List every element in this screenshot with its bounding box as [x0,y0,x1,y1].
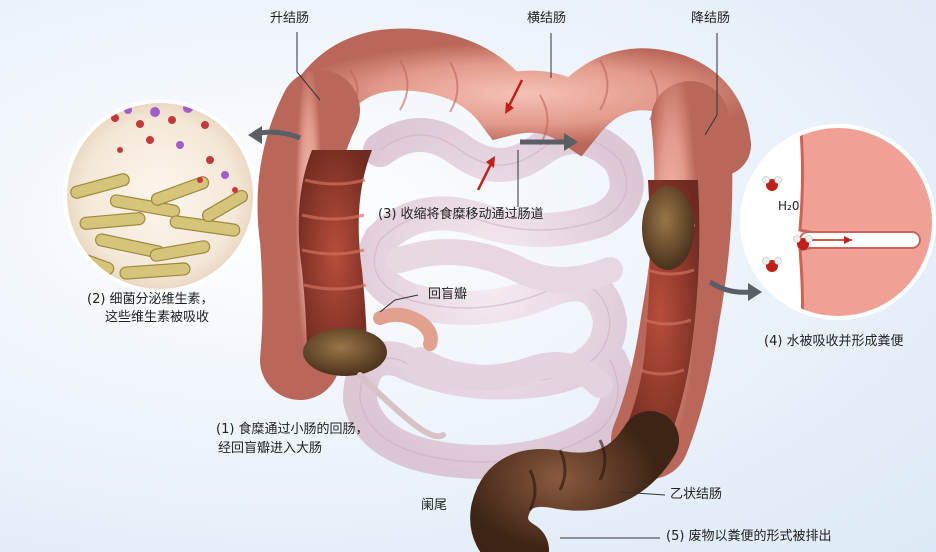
ascending-colon-label: 升结肠 [270,11,310,26]
chyme-label-line1: (1) 食糜通过小肠的回肠， [216,422,369,437]
water-molecule-label: H₂0 [778,199,800,213]
contraction-arrows [476,79,524,191]
bacteria-label-line1: (2) 细菌分泌维生素， [87,292,214,307]
sigmoid-colon [470,411,679,552]
contraction-label: (3) 收缩将食糜移动通过肠道 [378,207,544,222]
descending-colon [611,81,733,479]
process-arrows [248,126,762,301]
sigmoid-colon-label: 乙状结肠 [670,487,723,502]
descending-colon-label: 降结肠 [691,11,731,26]
bacteria-magnified-view [63,99,257,293]
ileum [373,307,438,351]
ascending-colon [257,70,387,400]
waste-excreted-label: (5) 废物以粪便的形式被排出 [666,529,832,544]
leader-lines [296,32,718,539]
bacteria-rods [65,173,249,280]
ileocecal-valve-label: 回盲瓣 [428,287,468,302]
transverse-colon-label: 横结肠 [527,11,567,26]
arrow-left-icon [248,126,262,144]
arrow-forward-icon [564,133,578,151]
water-molecule-icon [762,176,813,272]
bacteria-label-line2: 这些维生素被吸收 [105,310,210,325]
water-absorption-view [740,124,936,320]
small-intestine [342,118,644,479]
vitamin-molecules [111,103,238,193]
chyme-label-line2: 经回盲瓣进入大肠 [218,441,323,456]
appendix [357,372,446,440]
appendix-label: 阑尾 [421,498,448,513]
water-absorbed-label: (4) 水被吸收并形成粪便 [764,334,904,349]
arrow-right-icon [748,283,762,301]
